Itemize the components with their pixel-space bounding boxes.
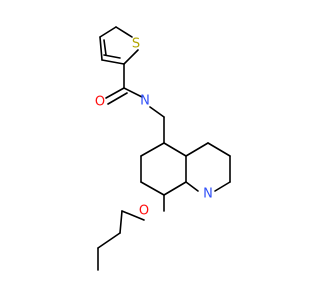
thiophene-ring bbox=[99, 26, 139, 65]
atom-label-oxygen: O bbox=[139, 204, 149, 219]
bond bbox=[207, 142, 231, 157]
bond bbox=[163, 142, 187, 157]
atom-label-oxygen: O bbox=[95, 95, 105, 110]
bond bbox=[140, 142, 165, 157]
bond bbox=[123, 49, 139, 65]
molecule-structure: S O N N O bbox=[95, 26, 231, 271]
bond bbox=[214, 181, 231, 192]
molecule-canvas: S O N N O bbox=[95, 26, 231, 271]
bond bbox=[105, 87, 125, 99]
bond bbox=[185, 142, 209, 157]
bond bbox=[149, 106, 165, 118]
bond bbox=[101, 59, 125, 65]
amide-group bbox=[105, 63, 165, 118]
bond bbox=[103, 54, 121, 59]
bond bbox=[185, 181, 199, 192]
bond bbox=[97, 232, 121, 249]
atom-label-sulfur: S bbox=[132, 37, 140, 52]
bond bbox=[99, 36, 103, 61]
bond bbox=[163, 181, 187, 196]
bond bbox=[115, 26, 133, 38]
quinoline-ring bbox=[140, 116, 231, 212]
bond bbox=[140, 181, 165, 196]
atom-label-nitrogen: N bbox=[203, 187, 213, 202]
butoxy-chain bbox=[97, 210, 145, 271]
atom-label-nitrogen: N bbox=[140, 94, 150, 109]
bond bbox=[121, 210, 145, 221]
bond bbox=[99, 26, 117, 38]
bond bbox=[103, 39, 107, 56]
bond bbox=[107, 92, 128, 105]
bond bbox=[123, 87, 143, 98]
bond bbox=[119, 210, 123, 234]
